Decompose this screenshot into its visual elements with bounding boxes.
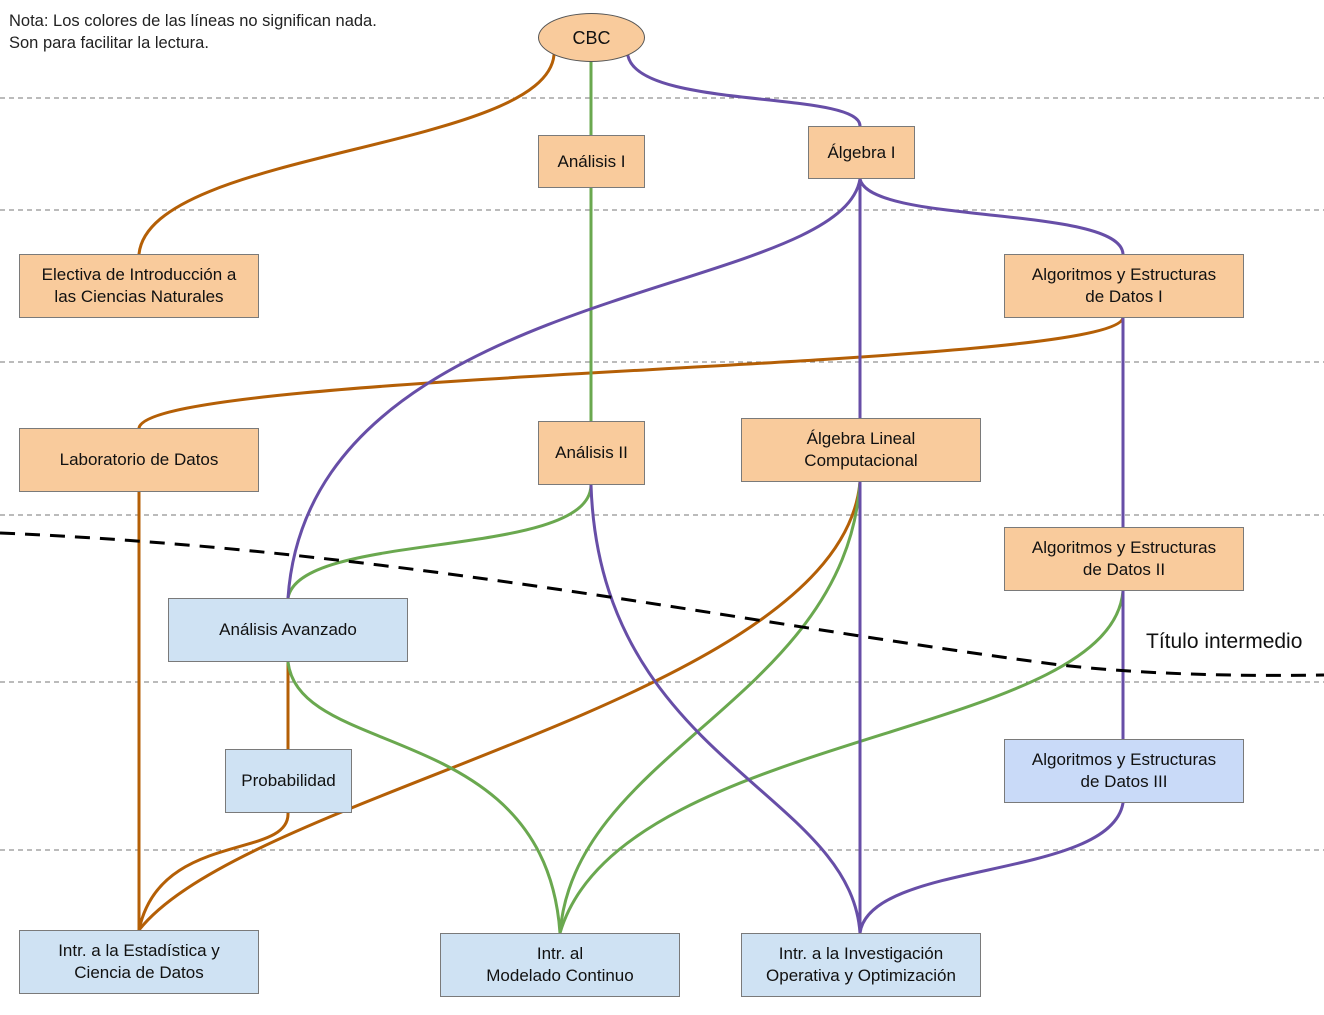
edge-cbc-electiva [137, 53, 556, 256]
edge-analisis2-investigacion [589, 483, 862, 935]
node-algebra-lineal: Álgebra Lineal Computacional [741, 418, 981, 482]
node-label-line: Algoritmos y Estructuras [1031, 265, 1217, 284]
node-label: Análisis Avanzado [219, 620, 357, 639]
node-label: Probabilidad [241, 771, 336, 790]
node-cbc: CBC [538, 13, 645, 62]
edge-alglineal-modelado [558, 480, 862, 935]
node-label-line: Modelado Continuo [486, 966, 634, 985]
node-analisis-1: Análisis I [538, 135, 645, 188]
node-label-line: las Ciencias Naturales [54, 287, 224, 306]
node-label-line: Algoritmos y Estructuras [1031, 538, 1217, 557]
intermediate-title-label: Título intermedio [1146, 630, 1303, 653]
node-analisis-2: Análisis II [538, 421, 645, 485]
node-label-line: Intr. a la Investigación [778, 944, 944, 963]
edge-analisis2-anavanzado [286, 483, 593, 600]
node-label-line: Ciencia de Datos [74, 963, 204, 982]
color-note: Nota: Los colores de las líneas no signi… [9, 10, 377, 54]
node-algoritmos-1: Algoritmos y Estructuras de Datos I [1004, 254, 1244, 318]
edge-algo3-investigacion [858, 801, 1125, 935]
node-algebra-1: Álgebra I [808, 126, 915, 179]
edge-probabilidad-estadistica [137, 811, 290, 932]
color-note-line: Son para facilitar la lectura. [9, 34, 209, 52]
edge-algo1-labdatos [137, 316, 1125, 430]
level-separators [0, 97, 1324, 851]
node-label: Laboratorio de Datos [59, 450, 219, 469]
node-electiva: Electiva de Introducción a las Ciencias … [19, 254, 259, 318]
edge-algebra1-algo1 [858, 177, 1125, 256]
node-label-line: de Datos III [1080, 772, 1168, 791]
node-algoritmos-2: Algoritmos y Estructuras de Datos II [1004, 527, 1244, 591]
node-modelado-continuo: Intr. al Modelado Continuo [440, 933, 680, 997]
node-label: Análisis I [557, 151, 626, 171]
edge-algebra1-anavanzado [286, 177, 862, 600]
edge-anavanzado-modelado [286, 660, 562, 935]
node-label-line: de Datos II [1082, 560, 1166, 579]
node-analisis-avanzado: Análisis Avanzado [168, 598, 408, 662]
node-laboratorio-datos: Laboratorio de Datos [19, 428, 259, 492]
edge-cbc-algebra1 [626, 54, 862, 128]
node-algoritmos-3: Algoritmos y Estructuras de Datos III [1004, 739, 1244, 803]
node-label-line: Operativa y Optimización [766, 966, 956, 985]
node-label: Análisis II [555, 443, 628, 462]
node-label-line: Algoritmos y Estructuras [1031, 750, 1217, 769]
node-label-line: Electiva de Introducción a [41, 265, 237, 284]
node-label-line: Computacional [804, 451, 918, 470]
node-label: CBC [572, 27, 611, 48]
node-estadistica: Intr. a la Estadística y Ciencia de Dato… [19, 930, 259, 994]
node-investigacion-operativa: Intr. a la Investigación Operativa y Opt… [741, 933, 981, 997]
node-label: Álgebra I [827, 142, 896, 162]
intermediate-title-boundary [0, 531, 1324, 677]
edge-alglineal-estadistica [137, 480, 862, 932]
color-note-line: Nota: Los colores de las líneas no signi… [9, 12, 377, 30]
node-label-line: Intr. a la Estadística y [58, 941, 220, 960]
node-label-line: Álgebra Lineal [806, 429, 916, 448]
node-label-line: de Datos I [1085, 287, 1163, 306]
node-probabilidad: Probabilidad [225, 749, 352, 813]
node-label-line: Intr. al [536, 944, 584, 963]
